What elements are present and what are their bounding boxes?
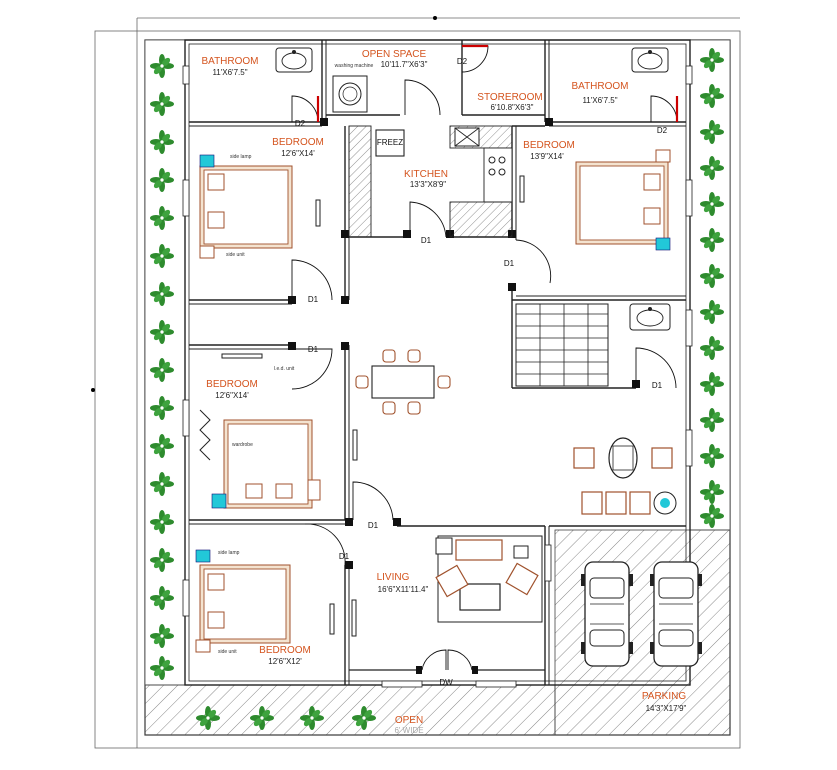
hob xyxy=(488,156,506,176)
lobby-seating xyxy=(573,437,677,515)
bath-left-size: 11'X6'7.5" xyxy=(212,68,247,77)
door-label-d1-bed-right: D1 xyxy=(504,259,515,268)
side-unit-label-1: side unit xyxy=(226,252,245,258)
door-label-d1-bed-top-left: D1 xyxy=(308,295,319,304)
kitchen-counter-bottom xyxy=(449,201,513,238)
bed-top-right-size: 13'9"X14' xyxy=(530,152,564,161)
door-label-d1-bed-mid-left: D1 xyxy=(308,345,319,354)
wardrobe-label: wardrobe xyxy=(232,442,253,448)
fridge xyxy=(375,129,405,157)
bed-top-right-name: BEDROOM xyxy=(523,140,575,151)
kitchen-counter-right xyxy=(483,147,513,203)
living-furniture xyxy=(435,535,543,623)
side-lamp-label-2: side lamp xyxy=(218,550,240,556)
door-label-d1-dining: D1 xyxy=(368,521,379,530)
side-unit-label-2: side unit xyxy=(218,649,237,655)
door-label-d2-storeroom: D2 xyxy=(457,57,468,66)
interior-walls xyxy=(189,40,686,685)
door-label-d1-kitchen: D1 xyxy=(421,236,432,245)
washing-machine xyxy=(332,75,368,113)
car-1 xyxy=(580,561,634,667)
bed-top-left-size: 12'6"X14' xyxy=(281,149,315,158)
kitchen-counter-left xyxy=(348,125,372,238)
led-unit-label: l.e.d. unit xyxy=(274,366,295,372)
open-bottom-name: OPEN xyxy=(395,715,423,726)
bed-top-left-name: BEDROOM xyxy=(272,137,324,148)
open-space-name: OPEN SPACE xyxy=(362,49,427,60)
living-size: 16'6"X11'11.4" xyxy=(378,585,429,594)
led-units xyxy=(221,175,525,637)
bed-bottom-left-size: 12'6"X12' xyxy=(268,657,302,666)
fridge-label: FREEZ xyxy=(377,138,403,147)
door-swings xyxy=(291,44,679,671)
plot-boundary xyxy=(94,30,741,749)
kitchen-name: KITCHEN xyxy=(404,169,448,180)
wash-basin-right xyxy=(631,47,669,73)
door-label-d2-left: D2 xyxy=(295,119,306,128)
washing-machine-label: washing machine xyxy=(335,63,374,69)
kitchen-size: 13'3"X8'9" xyxy=(410,180,446,189)
house-outer-wall xyxy=(184,39,691,686)
parking-area-hatch xyxy=(554,529,731,736)
door-label-d1-lobby: D1 xyxy=(652,381,663,390)
bed-top-right xyxy=(575,149,671,251)
bath-right-name: BATHROOM xyxy=(571,81,628,92)
door-label-dw: DW xyxy=(439,678,453,687)
left-garden xyxy=(144,39,186,686)
bed-bottom-left xyxy=(195,549,291,653)
door-label-d1-bed-bottom-left: D1 xyxy=(339,552,350,561)
side-lamp-label-1: side lamp xyxy=(230,154,252,160)
door-label-d2-right: D2 xyxy=(657,126,668,135)
parking-name: PARKING xyxy=(642,691,686,702)
bed-mid-left-size: 12'6"X14' xyxy=(215,391,249,400)
staircase xyxy=(515,303,609,387)
bed-mid-left-name: BEDROOM xyxy=(206,379,258,390)
bed-bottom-left-name: BEDROOM xyxy=(259,645,311,656)
storeroom-name: STOREROOM xyxy=(477,92,542,103)
open-bottom-size: 6' WIDE xyxy=(394,726,423,735)
car-2 xyxy=(649,561,703,667)
open-space-size: 10'11.7"X6'3" xyxy=(381,60,428,69)
wash-basin-left xyxy=(275,47,313,73)
dining-table xyxy=(355,349,451,415)
storeroom-size: 6'10.8"X6'3" xyxy=(491,103,534,112)
wardrobe xyxy=(199,409,211,461)
parking-size: 14'3"X17'9" xyxy=(646,704,687,713)
bath-right-size: 11'X6'7.5" xyxy=(582,96,617,105)
living-name: LIVING xyxy=(377,572,410,583)
bed-mid-left xyxy=(211,419,321,509)
wash-basin-lobby xyxy=(629,303,671,331)
bed-top-left xyxy=(199,154,293,259)
windows xyxy=(182,65,693,688)
bath-left-name: BATHROOM xyxy=(201,56,258,67)
